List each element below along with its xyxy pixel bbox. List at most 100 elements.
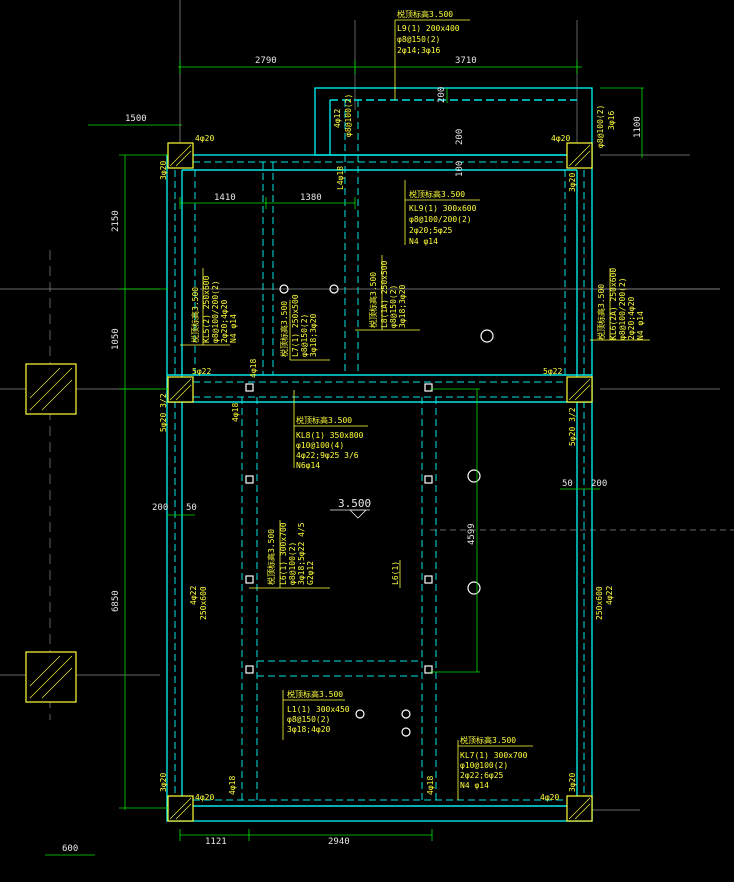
dim-upper-100: 100 [455,161,465,177]
dim-left-200: 200 [152,503,168,513]
kl9-line-2: φ8@100/200(2) [409,215,472,224]
level-value: 3.500 [338,497,371,510]
dim-upper-200a: 200 [437,87,447,103]
kl9-line-0: 棁顶标高3.500 [409,189,465,199]
dim-right-50: 50 [562,479,573,489]
right-wall-0: 250x600 [595,586,604,620]
top-right-0: φ8@100(2) [596,105,605,148]
l7-line-1: L7(1) 250x500 [291,294,300,357]
kl7-line-0: 棁顶标高3.500 [460,735,516,745]
corner-tr-top: 4φ20 [551,134,570,143]
dim-bay-a: 1410 [214,193,236,203]
dim-bay-b: 1380 [300,193,322,203]
level-marker [330,509,370,519]
kl5-line-1: KL5(2) 250x600 [202,275,211,343]
dim-left-offset: 1500 [125,114,147,124]
left-wall-0: 4φ22 [189,586,198,605]
kl8-line-0: 棁顶标高3.500 [296,415,352,425]
beam-kl7: 棁顶标高3.500 KL7(1) 300x700 φ10@100(2) 2φ22… [460,735,528,790]
posts [245,383,433,674]
pipe-circles [279,284,494,737]
kl5-line-2: φ8@100/200(2) [211,280,220,343]
corner-ml: 5φ22 [192,367,211,376]
tag-4-18c: 4φ18 [228,776,237,795]
kl8-line-1: KL8(1) 350x800 [296,431,364,440]
beam-l1: 棁顶标高3.500 L1(1) 300x450 φ8@150(2) 3φ18;4… [287,689,350,734]
l6-line-1: L6(1) 300x700 [279,522,288,585]
dim-bottom-left: 600 [62,844,78,854]
kl7-line-3: 2φ22;6φ25 [460,771,504,780]
dim-h-c: 6850 [111,590,121,612]
l6-line-4: G2φ12 [306,561,315,585]
kl6-line-0: 棁顶标高3.500 [596,284,606,340]
l9-line-0: 棁顶标高3.500 [397,9,453,19]
beam-kl8: 棁顶标高3.500 KL8(1) 350x800 φ10@100(4) 4φ22… [296,415,364,470]
l9-line-1: L9(1) 200x400 [397,24,460,33]
l1-line-3: 3φ18;4φ20 [287,725,331,734]
dim-left-50: 50 [186,503,197,513]
tag-4-18b: 4φ18 [231,403,240,422]
tag-4-18a: 4φ18 [249,359,258,378]
kl5-line-4: N4 φ14 [229,314,238,343]
l1-line-2: φ8@150(2) [287,715,330,724]
dim-bottom-a: 1121 [205,837,227,847]
dim-top-b: 3710 [455,56,477,66]
dimension-texts: 2790 3710 1500 1410 1380 2150 1050 6850 … [62,56,643,854]
beam-kl5: 棁顶标高3.500 KL5(2) 250x600 φ8@100/200(2) 2… [190,275,238,343]
beam-kl9: 棁顶标高3.500 KL9(1) 300x600 φ8@100/200(2) 2… [409,189,477,246]
l1-line-1: L1(1) 300x450 [287,705,350,714]
corner-tl-side: 3φ20 [159,161,168,180]
dimension-lines [45,60,644,856]
l9-line-2: φ8@150(2) [397,35,440,44]
kl6-line-4: N4 φ14 [636,311,645,340]
l8-line-0: 棁顶标高3.500 [368,272,378,328]
corner-ml-side: 5φ20 3/2 [159,393,168,432]
kl9-line-4: N4 φ14 [409,237,438,246]
corner-mr-side: 5φ20 3/2 [568,407,577,446]
l1-line-0: 棁顶标高3.500 [287,689,343,699]
right-wall-1: 4φ22 [605,586,614,605]
walls [166,87,593,822]
l7-line-3: 3φ18;3φ20 [309,313,318,357]
tag-4-18d: 4φ18 [426,776,435,795]
l7-line-0: 棁顶标高3.500 [279,301,289,357]
corner-br-top: 4φ20 [540,793,559,802]
beam-l8: 棁顶标高3.500 L8(1A) 250x500 φ8@150(2) 3φ18;… [368,260,407,328]
corner-bl-top: 4φ20 [195,793,214,802]
l8-line-2: φ8@150(2) [389,285,398,328]
dim-top-a: 2790 [255,56,277,66]
beam-l7: 棁顶标高3.500 L7(1) 250x500 φ8@150(2) 3φ18;3… [279,294,318,357]
kl8-line-4: N6φ14 [296,461,320,470]
dim-right-1100: 1100 [633,116,643,138]
l7-line-2: φ8@150(2) [300,314,309,357]
corner-mr: 5φ22 [543,367,562,376]
top-right-1: 3φ16 [607,111,616,130]
l6-line-0: 棁顶标高3.500 [266,529,276,585]
l8-line-1: L8(1A) 250x500 [380,260,389,328]
kl6-line-2: φ8@100/200(2) [618,277,627,340]
corner-br-side: 3φ20 [568,773,577,792]
corner-bl-side: 3φ20 [159,773,168,792]
l9-line-3: 2φ14;3φ16 [397,46,441,55]
kl9-line-1: KL9(1) 300x600 [409,204,477,213]
kl8-line-2: φ10@100(4) [296,441,344,450]
kl9-line-3: 2φ20;5φ25 [409,226,453,235]
beam-l9: 棁顶标高3.500 L9(1) 200x400 φ8@150(2) 2φ14;3… [397,9,460,55]
kl6-line-1: KL6(2A) 250x600 [609,268,618,340]
dim-right-200: 200 [591,479,607,489]
beam-kl6: 棁顶标高3.500 KL6(2A) 250x600 φ8@100/200(2) … [596,268,645,340]
l8-line-3: 3φ18;3φ20 [398,284,407,328]
l-mid-tag: L4φ18 [336,166,345,190]
kl6-line-3: 2φ20;4φ20 [627,296,636,340]
kl7-line-2: φ10@100(2) [460,761,508,770]
kl7-line-1: KL7(1) 300x700 [460,751,528,760]
corner-notes: 4φ20 3φ20 4φ20 3φ20 5φ22 5φ22 5φ20 3/2 5… [159,134,577,802]
kl8-line-3: 4φ22;9φ25 3/6 [296,451,359,460]
top-small-1: φ8@100(2) [344,94,353,137]
corner-tr-side: 3φ20 [568,173,577,192]
column-hatch [29,144,591,820]
left-wall-1: 250x600 [199,586,208,620]
dim-h-b: 1050 [111,328,121,350]
